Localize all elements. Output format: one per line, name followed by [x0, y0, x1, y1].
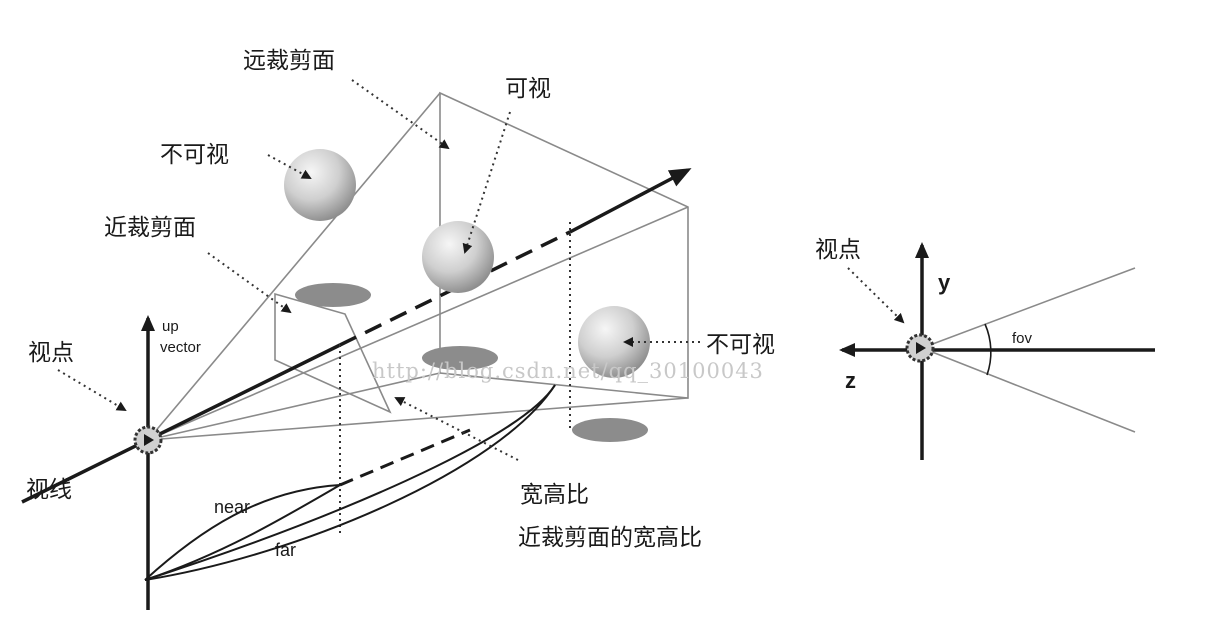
near-clip-plane	[274, 292, 392, 414]
watermark: http://blog.csdn.net/qq_30100043	[372, 359, 764, 383]
z-axis-label: z	[845, 368, 856, 393]
viewpoint-label: 视点	[815, 237, 861, 263]
up-vector-label: up	[162, 318, 179, 335]
frustum-edge	[147, 206, 689, 441]
far-plane-label: 远裁剪面	[243, 48, 335, 74]
frustum-edge	[147, 92, 441, 441]
line-of-sight-label: 视线	[26, 477, 72, 503]
near-far-dashed	[339, 428, 471, 487]
up-vector-label: vector	[160, 339, 201, 356]
invisible-label: 不可视	[706, 332, 775, 358]
invisible-label: 不可视	[160, 142, 229, 168]
frustum-edge	[147, 372, 441, 441]
viewpoint-icon	[133, 425, 163, 455]
callout-arrow	[267, 154, 312, 179]
line-of-sight-arrow	[569, 168, 692, 234]
far-bracket	[144, 384, 556, 581]
aspect-ratio-desc-label: 近裁剪面的宽高比	[518, 525, 702, 551]
sphere-visible	[422, 221, 494, 293]
near-bracket	[144, 484, 341, 581]
callout-arrow	[462, 111, 511, 254]
shadow-ellipse	[572, 418, 648, 442]
line-of-sight	[21, 343, 341, 504]
near-label: near	[214, 497, 250, 517]
viewpoint-icon	[905, 333, 935, 363]
aspect-ratio-label: 宽高比	[520, 482, 589, 508]
shadow-ellipse	[422, 346, 498, 370]
y-axis-label: y	[938, 270, 951, 295]
near-plane-label: 近裁剪面	[104, 215, 196, 241]
frustum-group	[147, 91, 689, 441]
callout-arrow	[351, 79, 450, 150]
sphere-invisible	[284, 149, 356, 221]
callout-arrow	[394, 397, 519, 461]
sphere-invisible	[578, 306, 650, 378]
frustum-edge	[147, 397, 689, 441]
side-view-diagram: 视点 y z fov	[815, 237, 1155, 460]
viewpoint-label: 视点	[28, 340, 74, 366]
fov-edge	[921, 267, 1136, 349]
fov-label: fov	[1012, 330, 1033, 347]
far-label: far	[275, 540, 296, 560]
callout-arrow	[847, 267, 905, 324]
shadow-ellipse	[295, 283, 371, 307]
callout-arrow	[57, 369, 127, 412]
fov-edge	[921, 347, 1136, 433]
far-bracket	[144, 384, 556, 581]
visible-label: 可视	[505, 76, 551, 102]
callout-arrow	[207, 252, 292, 314]
